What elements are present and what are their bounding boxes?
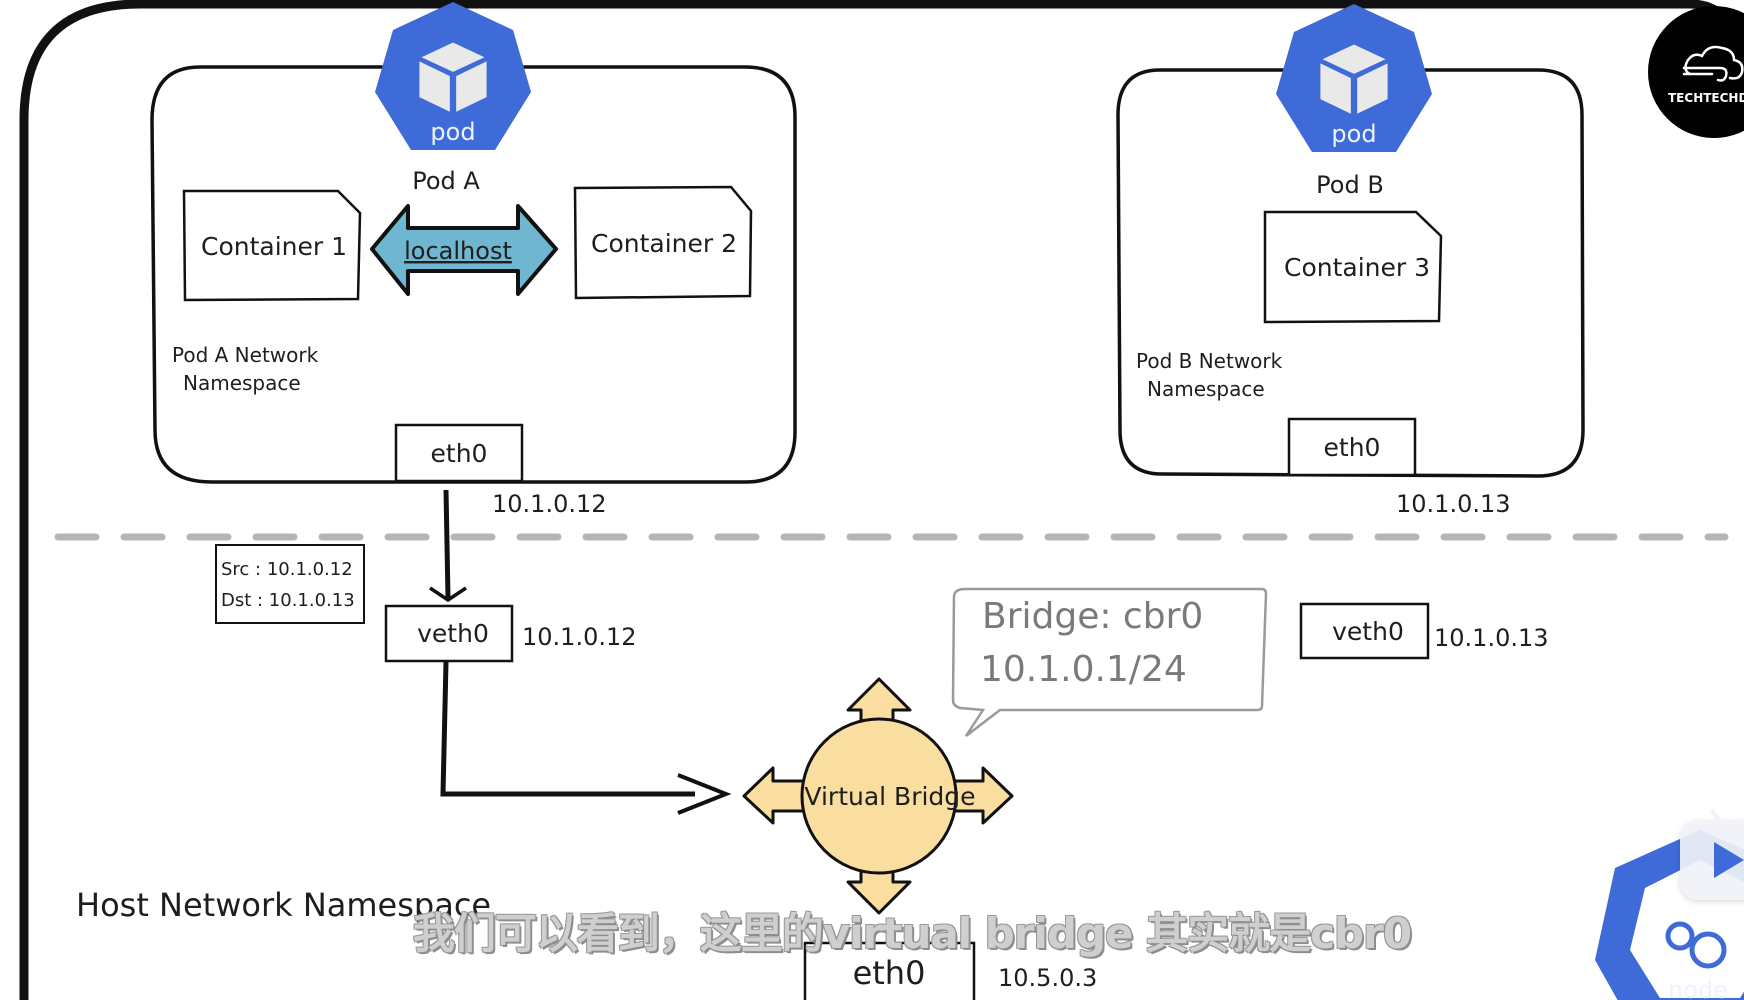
pod-a-namespace-line2: Namespace xyxy=(183,371,301,395)
veth-a-label: veth0 xyxy=(417,619,489,648)
pod-a-eth0: eth0 xyxy=(394,423,524,483)
container-3-label: Container 3 xyxy=(1284,253,1430,282)
veth-a: veth0 xyxy=(384,604,514,663)
localhost-arrow: localhost xyxy=(370,204,558,296)
play-icon xyxy=(1714,842,1744,878)
virtual-bridge: Virtual Bridge xyxy=(742,677,1014,915)
channel-logo: TECHTECHDUDE xyxy=(1648,6,1744,138)
container-3: Container 3 xyxy=(1263,210,1443,324)
pod-a-icon: pod xyxy=(375,2,531,150)
container-2-label: Container 2 xyxy=(591,229,737,258)
pod-a-box xyxy=(150,65,797,484)
veth-b: veth0 xyxy=(1299,602,1430,660)
pod-a-icon-label: pod xyxy=(430,118,475,146)
logo-text: TECHTECHDUDE xyxy=(1668,91,1744,105)
pod-b-box xyxy=(1116,68,1585,478)
veth-b-label: veth0 xyxy=(1332,617,1404,646)
video-player-button[interactable] xyxy=(1680,808,1744,900)
video-subtitle: 我们可以看到，这里的virtual bridge 其实就是cbr0 xyxy=(412,909,1412,958)
eth0-to-veth-arrow xyxy=(443,489,451,599)
container-1-label: Container 1 xyxy=(201,232,347,261)
host-eth0: eth0 xyxy=(803,941,976,1000)
pod-b-namespace-line1: Pod B Network xyxy=(1136,349,1283,373)
arrowhead-icon xyxy=(677,773,732,815)
virtual-bridge-label: Virtual Bridge xyxy=(804,782,975,811)
gear-icon xyxy=(1665,921,1727,969)
arrowhead-icon xyxy=(429,586,467,603)
bridge-callout-name: Bridge: cbr0 xyxy=(982,596,1203,637)
host-namespace-label: Host Network Namespace xyxy=(76,886,491,924)
pod-b-eth0: eth0 xyxy=(1287,417,1417,477)
container-2: Container 2 xyxy=(573,185,753,300)
host-eth0-label: eth0 xyxy=(853,954,926,992)
pod-a-eth0-label: eth0 xyxy=(431,439,488,468)
packet-src: Src : 10.1.0.12 xyxy=(221,559,353,580)
veth-to-bridge-arrow xyxy=(440,661,695,797)
pod-a-namespace-line1: Pod A Network xyxy=(172,343,319,367)
host-ip: 10.5.0.3 xyxy=(998,964,1097,992)
veth-a-ip: 10.1.0.12 xyxy=(522,623,637,651)
pod-b-eth0-label: eth0 xyxy=(1324,433,1381,462)
bridge-callout-cidr: 10.1.0.1/24 xyxy=(980,649,1187,690)
pod-b-name: Pod B xyxy=(1316,171,1384,199)
node-icon-label: node xyxy=(1668,976,1728,1000)
pod-b-icon-label: pod xyxy=(1331,120,1376,148)
bridge-callout: Bridge: cbr0 10.1.0.1/24 xyxy=(951,587,1268,737)
cloud-wind-icon xyxy=(1682,45,1744,82)
packet-dst: Dst : 10.1.0.13 xyxy=(221,590,355,611)
veth-b-ip: 10.1.0.13 xyxy=(1434,624,1549,652)
pod-a-ip: 10.1.0.12 xyxy=(492,490,607,518)
pod-a-name: Pod A xyxy=(412,167,480,195)
container-1: Container 1 xyxy=(182,189,362,302)
pod-b-ip: 10.1.0.13 xyxy=(1396,490,1511,518)
packet-info-box: Src : 10.1.0.12 Dst : 10.1.0.13 xyxy=(215,544,365,624)
pod-b-namespace-line2: Namespace xyxy=(1147,377,1265,401)
pod-b-icon: pod xyxy=(1276,4,1432,152)
localhost-label: localhost xyxy=(404,237,512,265)
